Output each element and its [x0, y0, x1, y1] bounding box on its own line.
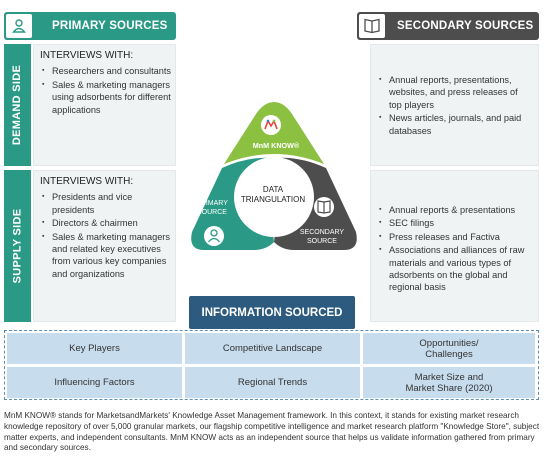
book-icon	[359, 14, 385, 38]
secondary-sources-title: SECONDARY SOURCES	[397, 20, 534, 32]
list-item: Directors & chairmen	[40, 217, 171, 230]
list-item: Associations and alliances of raw materi…	[377, 244, 532, 294]
list-item: Researchers and consultants	[40, 65, 171, 78]
list-item: Annual reports, presentations, websites,…	[377, 74, 532, 111]
secondary-bottom-panel: Annual reports & presentations SEC filin…	[370, 170, 539, 322]
list-item: Annual reports & presentations	[377, 204, 532, 217]
list-item: Presidents and vice presidents	[40, 191, 171, 216]
demand-side-label: DEMAND SIDE	[11, 64, 24, 146]
triangulation-diagram	[191, 102, 357, 250]
information-sourced-grid: Key Players Competitive Landscape Opport…	[4, 330, 539, 400]
data-triangulation-label: DATA TRIANGULATION	[240, 185, 306, 204]
info-cell-opportunities: Opportunities/ Challenges	[363, 333, 535, 364]
primary-sources-title: PRIMARY SOURCES	[52, 20, 168, 32]
info-cell-market-size: Market Size and Market Share (2020)	[363, 367, 535, 398]
info-cell-influencing-factors: Influencing Factors	[7, 367, 182, 398]
supply-side-panel: INTERVIEWS WITH: Presidents and vice pre…	[33, 170, 176, 322]
info-cell-key-players: Key Players	[7, 333, 182, 364]
secondary-sources-tab: SECONDARY SOURCES	[357, 12, 539, 40]
supply-heading: INTERVIEWS WITH:	[40, 176, 134, 187]
supply-side-bar: SUPPLY SIDE	[4, 170, 31, 322]
list-item: Sales & marketing managers and related k…	[40, 231, 171, 281]
list-item: SEC filings	[377, 217, 532, 230]
person-icon	[6, 14, 32, 38]
primary-source-label: PRIMARY SOURCE	[196, 200, 228, 216]
info-cell-regional-trends: Regional Trends	[185, 367, 360, 398]
demand-side-panel: INTERVIEWS WITH: Researchers and consult…	[33, 44, 176, 166]
demand-heading: INTERVIEWS WITH:	[40, 50, 134, 61]
secondary-top-panel: Annual reports, presentations, websites,…	[370, 44, 539, 166]
info-cell-competitive-landscape: Competitive Landscape	[185, 333, 360, 364]
primary-sources-tab: PRIMARY SOURCES	[4, 12, 176, 40]
information-sourced-title: INFORMATION SOURCED	[189, 296, 355, 329]
mnm-know-label: MnM KNOW®	[252, 141, 300, 150]
demand-side-bar: DEMAND SIDE	[4, 44, 31, 166]
supply-side-label: SUPPLY SIDE	[11, 208, 24, 284]
footnote: MnM KNOW® stands for MarketsandMarkets' …	[4, 411, 540, 453]
mnm-logo-mark	[264, 119, 278, 130]
list-item: Press releases and Factiva	[377, 231, 532, 244]
center-circle	[234, 157, 314, 237]
list-item: News articles, journals, and paid databa…	[377, 112, 532, 137]
list-item: Sales & marketing managers using adsorbe…	[40, 79, 171, 116]
secondary-source-label: SECONDARY SOURCE	[299, 229, 345, 245]
